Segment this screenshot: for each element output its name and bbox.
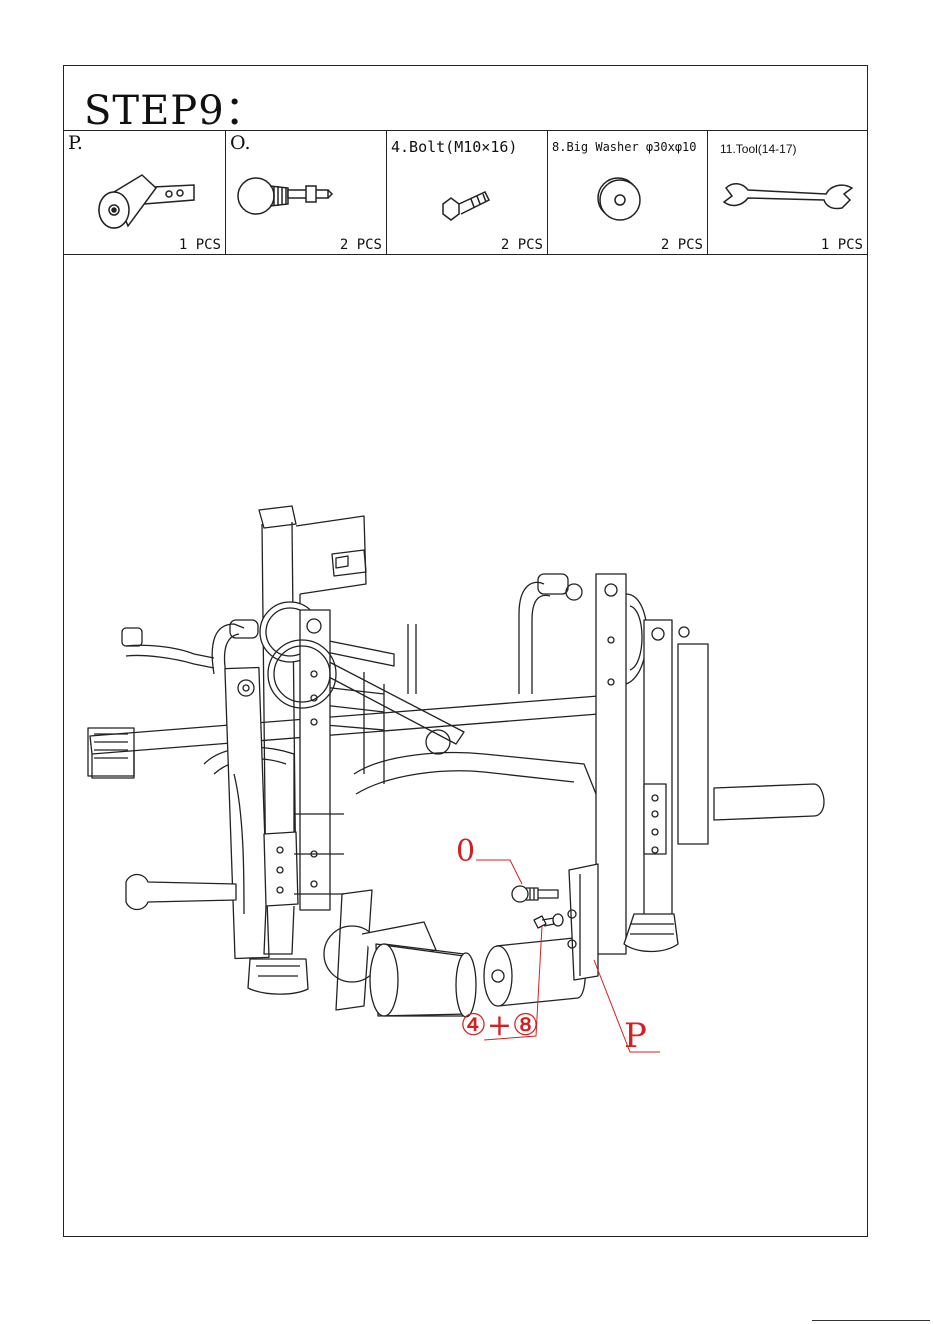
parts-list: P. 1 PCS O.	[64, 130, 867, 255]
callout-bolt-washer: ④+⑧	[460, 1008, 539, 1043]
step-frame: STEP9： P. 1 PCS O.	[63, 65, 868, 1237]
part-cell-washer: 8.Big Washer φ30xφ10 2 PCS	[548, 130, 708, 254]
part-cell-bolt: 4.Bolt(M10×16) 2 PCS	[387, 130, 548, 254]
bolt-icon	[387, 130, 548, 254]
part-cell-p: P. 1 PCS	[64, 130, 226, 254]
callout-part-p: P	[624, 1016, 647, 1056]
part-cell-wrench: 11.Tool(14-17) 1 PCS	[708, 130, 867, 254]
part-cell-o: O. 2 PCS	[226, 130, 387, 254]
part-qty: 2 PCS	[501, 237, 543, 253]
pop-pin-icon	[226, 130, 387, 254]
step-title: STEP9：	[84, 78, 266, 136]
part-qty: 2 PCS	[661, 237, 703, 253]
leg-press-machine-drawing	[64, 254, 867, 1236]
footer-line	[812, 1320, 930, 1321]
assembly-diagram: 0 ④+⑧ P	[64, 254, 867, 1236]
part-qty: 1 PCS	[821, 237, 863, 253]
part-qty: 2 PCS	[340, 237, 382, 253]
callout-pin: 0	[456, 834, 475, 869]
step-title-bar: STEP9：	[64, 66, 867, 131]
handle-roller-icon	[64, 130, 226, 254]
wrench-icon	[708, 130, 867, 254]
washer-icon	[548, 130, 708, 254]
part-qty: 1 PCS	[179, 237, 221, 253]
